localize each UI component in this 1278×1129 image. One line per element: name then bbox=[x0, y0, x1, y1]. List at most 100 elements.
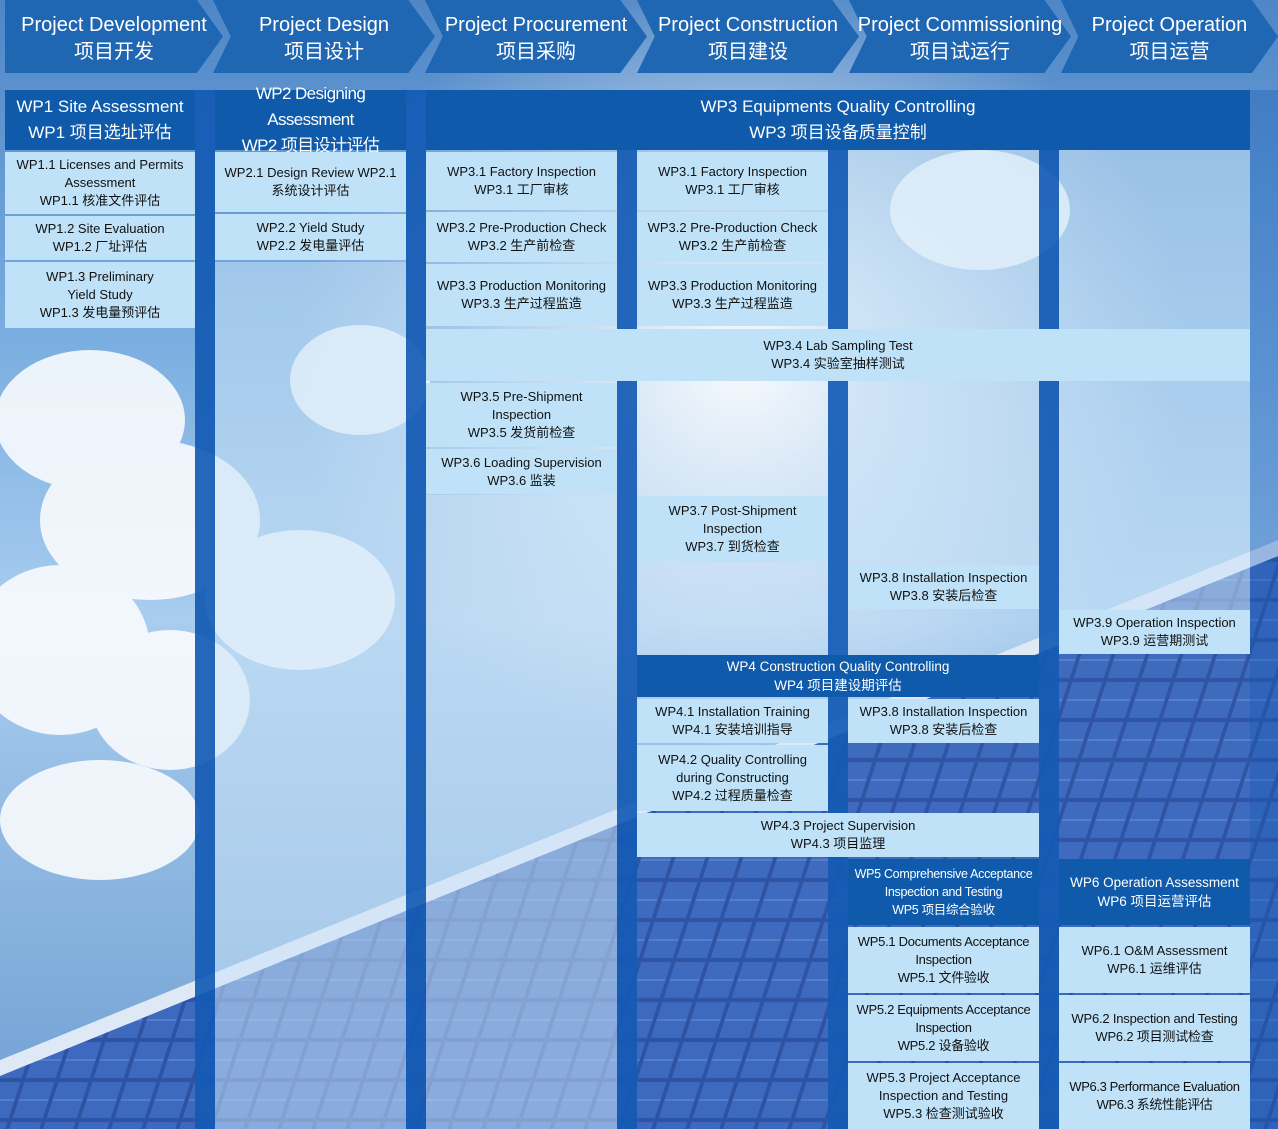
divider-strip bbox=[195, 90, 215, 1129]
box-line: WP3.3 Production Monitoring bbox=[436, 278, 607, 293]
wp3-header: WP3 Equipments Quality Controlling WP3 项… bbox=[426, 90, 1250, 150]
box-line: WP4.2 过程质量检查 bbox=[672, 788, 793, 803]
phase-zh: 项目开发 bbox=[74, 41, 154, 63]
phase-label: Project Operation 项目运营 bbox=[1061, 12, 1278, 66]
box-line: WP4.3 Project Supervision bbox=[760, 818, 916, 833]
box-line: WP3.8 Installation Inspection bbox=[859, 704, 1028, 719]
box-line: WP5.1 Documents Acceptance bbox=[857, 934, 1030, 949]
box-line: WP3.2 生产前检查 bbox=[467, 238, 576, 253]
wp4-1-box: WP4.1 Installation Training WP4.1 安装培训指导 bbox=[637, 699, 828, 743]
divider-strip bbox=[1039, 150, 1059, 1129]
box-line: WP3.3 Production Monitoring bbox=[647, 278, 818, 293]
box-line: WP3.1 工厂审核 bbox=[685, 182, 780, 197]
wp2-header-en: WP2 Designing Assessment bbox=[255, 84, 366, 129]
box-line: WP3.8 安装后检查 bbox=[889, 588, 998, 603]
phase-arrow-shape bbox=[1061, 0, 1278, 73]
phase-arrow-construction: Project Construction 项目建设 bbox=[637, 0, 859, 73]
wp2-header-zh: WP2 项目设计评估 bbox=[241, 136, 380, 155]
box-line: WP3.8 Installation Inspection bbox=[859, 570, 1028, 585]
box-line: WP3.6 Loading Supervision bbox=[441, 454, 602, 470]
box-line: WP3.5 发货前检查 bbox=[467, 425, 576, 440]
box-line: WP2.2 Yield Study bbox=[256, 220, 365, 235]
box-line: WP3.2 Pre-Production Check bbox=[436, 220, 607, 235]
box-line: WP2.2 发电量评估 bbox=[256, 238, 365, 253]
box-line: WP3.1 工厂审核 bbox=[474, 182, 569, 197]
wp6-header-line: WP6 项目运营评估 bbox=[1097, 894, 1212, 909]
box-line: WP1.1 核准文件评估 bbox=[39, 193, 161, 208]
wp5-2-box: WP5.2 Equipments Acceptance Inspection W… bbox=[848, 995, 1039, 1061]
box-line: WP1.1 Licenses and Permits bbox=[16, 157, 184, 172]
box-line: WP1.2 Site Evaluation bbox=[35, 221, 165, 236]
box-line: WP6.2 Inspection and Testing bbox=[1071, 1011, 1238, 1026]
wp2-1-box: WP2.1 Design Review WP2.1 系统设计评估 bbox=[215, 152, 406, 212]
phase-en: Project Development bbox=[21, 14, 207, 36]
box-line: WP5.3 检查测试验收 bbox=[883, 1106, 1004, 1121]
phase-arrow-shape bbox=[637, 0, 859, 73]
wp6-header: WP6 Operation Assessment WP6 项目运营评估 bbox=[1059, 859, 1250, 925]
phase-label: Project Commissioning 项目试运行 bbox=[849, 12, 1071, 66]
divider-strip bbox=[617, 150, 637, 1129]
phase-label: Project Design 项目设计 bbox=[213, 12, 435, 66]
wp5-header: WP5 Comprehensive Acceptance Inspection … bbox=[848, 859, 1039, 925]
wp3-header-en: WP3 Equipments Quality Controlling bbox=[700, 97, 976, 116]
box-line: WP3.2 生产前检查 bbox=[678, 238, 787, 253]
box-line: Inspection bbox=[702, 521, 763, 536]
phase-label: Project Procurement 项目采购 bbox=[425, 12, 647, 66]
box-line: WP6.3 Performance Evaluation bbox=[1069, 1079, 1240, 1094]
wp5-3-box: WP5.3 Project Acceptance Inspection and … bbox=[848, 1063, 1039, 1129]
wp3-1-cons-box: WP3.1 Factory Inspection WP3.1 工厂审核 bbox=[637, 152, 828, 210]
wp6-header-line: WP6 Operation Assessment bbox=[1070, 875, 1239, 890]
phase-arrow-commissioning: Project Commissioning 项目试运行 bbox=[849, 0, 1071, 73]
box-line: WP4.1 安装培训指导 bbox=[672, 722, 793, 737]
box-line: WP4.3 项目监理 bbox=[790, 836, 886, 851]
phase-arrow-operation: Project Operation 项目运营 bbox=[1061, 0, 1278, 73]
wp1-3-box: WP1.3 Preliminary Yield Study WP1.3 发电量预… bbox=[5, 262, 195, 328]
box-line: WP3.9 Operation Inspection bbox=[1073, 615, 1236, 630]
box-line: WP3.3 生产过程监造 bbox=[461, 296, 582, 311]
box-line: WP6.1 运维评估 bbox=[1107, 961, 1202, 976]
box-line: WP3.5 Pre-Shipment bbox=[460, 389, 583, 404]
phase-en: Project Commissioning bbox=[857, 14, 1063, 36]
phase-zh: 项目运营 bbox=[1129, 41, 1210, 63]
box-line: WP3.3 生产过程监造 bbox=[672, 296, 793, 311]
box-line: WP4.1 Installation Training bbox=[655, 704, 810, 719]
box-line: WP3.2 Pre-Production Check bbox=[647, 220, 818, 235]
phase-label: Project Development 项目开发 bbox=[5, 12, 223, 66]
wp6-1-box: WP6.1 O&M Assessment WP6.1 运维评估 bbox=[1059, 927, 1250, 993]
divider-strip bbox=[1250, 90, 1278, 1129]
wp3-4-lab-box: WP3.4 Lab Sampling Test WP3.4 实验室抽样测试 bbox=[426, 329, 1250, 381]
box-line: WP5.1 文件验收 bbox=[897, 970, 990, 985]
box-line: WP5.2 Equipments Acceptance bbox=[856, 1002, 1031, 1017]
box-line: WP3.1 Factory Inspection bbox=[658, 164, 807, 179]
box-line: WP3.7 Post-Shipment bbox=[668, 503, 797, 518]
wp4-install-box: WP3.8 Installation Inspection WP3.8 安装后检… bbox=[848, 699, 1039, 743]
wp4-header-en: WP4 Construction Quality Controlling bbox=[726, 659, 950, 674]
phase-arrow-shape bbox=[213, 0, 435, 73]
wp3-2-cons-box: WP3.2 Pre-Production Check WP3.2 生产前检查 bbox=[637, 212, 828, 262]
wp4-2-box: WP4.2 Quality Controlling during Constru… bbox=[637, 745, 828, 811]
box-line: WP5.3 Project Acceptance bbox=[866, 1070, 1021, 1085]
box-line: WP6.1 O&M Assessment bbox=[1081, 943, 1228, 958]
box-line: WP3.8 安装后检查 bbox=[889, 722, 998, 737]
box-line: WP1.2 厂址评估 bbox=[52, 239, 148, 254]
box-line: WP3.6 监装 bbox=[487, 472, 556, 488]
wp4-header: WP4 Construction Quality Controlling WP4… bbox=[637, 655, 1039, 697]
box-line: WP1.3 Preliminary bbox=[46, 269, 154, 284]
wp5-header-line: Inspection and Testing bbox=[884, 885, 1003, 899]
box-line: WP3.4 实验室抽样测试 bbox=[771, 356, 905, 371]
phase-arrow-shape bbox=[5, 0, 223, 73]
wp5-header-line: WP5 Comprehensive Acceptance bbox=[854, 867, 1033, 881]
wp1-1-box: WP1.1 Licenses and Permits Assessment WP… bbox=[5, 152, 195, 214]
box-line: Yield Study bbox=[67, 287, 133, 302]
box-line: Inspection bbox=[915, 952, 972, 967]
box-line: WP6.2 项目测试检查 bbox=[1095, 1029, 1214, 1044]
wp3-5-box: WP3.5 Pre-Shipment Inspection WP3.5 发货前检… bbox=[426, 383, 617, 447]
phase-en: Project Operation bbox=[1091, 14, 1248, 36]
box-line: during Constructing bbox=[676, 770, 789, 785]
wp3-3-proc-box: WP3.3 Production Monitoring WP3.3 生产过程监造 bbox=[426, 264, 617, 326]
box-line: WP3.1 Factory Inspection bbox=[447, 164, 596, 179]
column-overlay bbox=[426, 495, 617, 1129]
divider-strip bbox=[828, 150, 848, 1129]
box-line: Inspection bbox=[491, 407, 552, 422]
phase-zh: 项目采购 bbox=[496, 41, 576, 63]
